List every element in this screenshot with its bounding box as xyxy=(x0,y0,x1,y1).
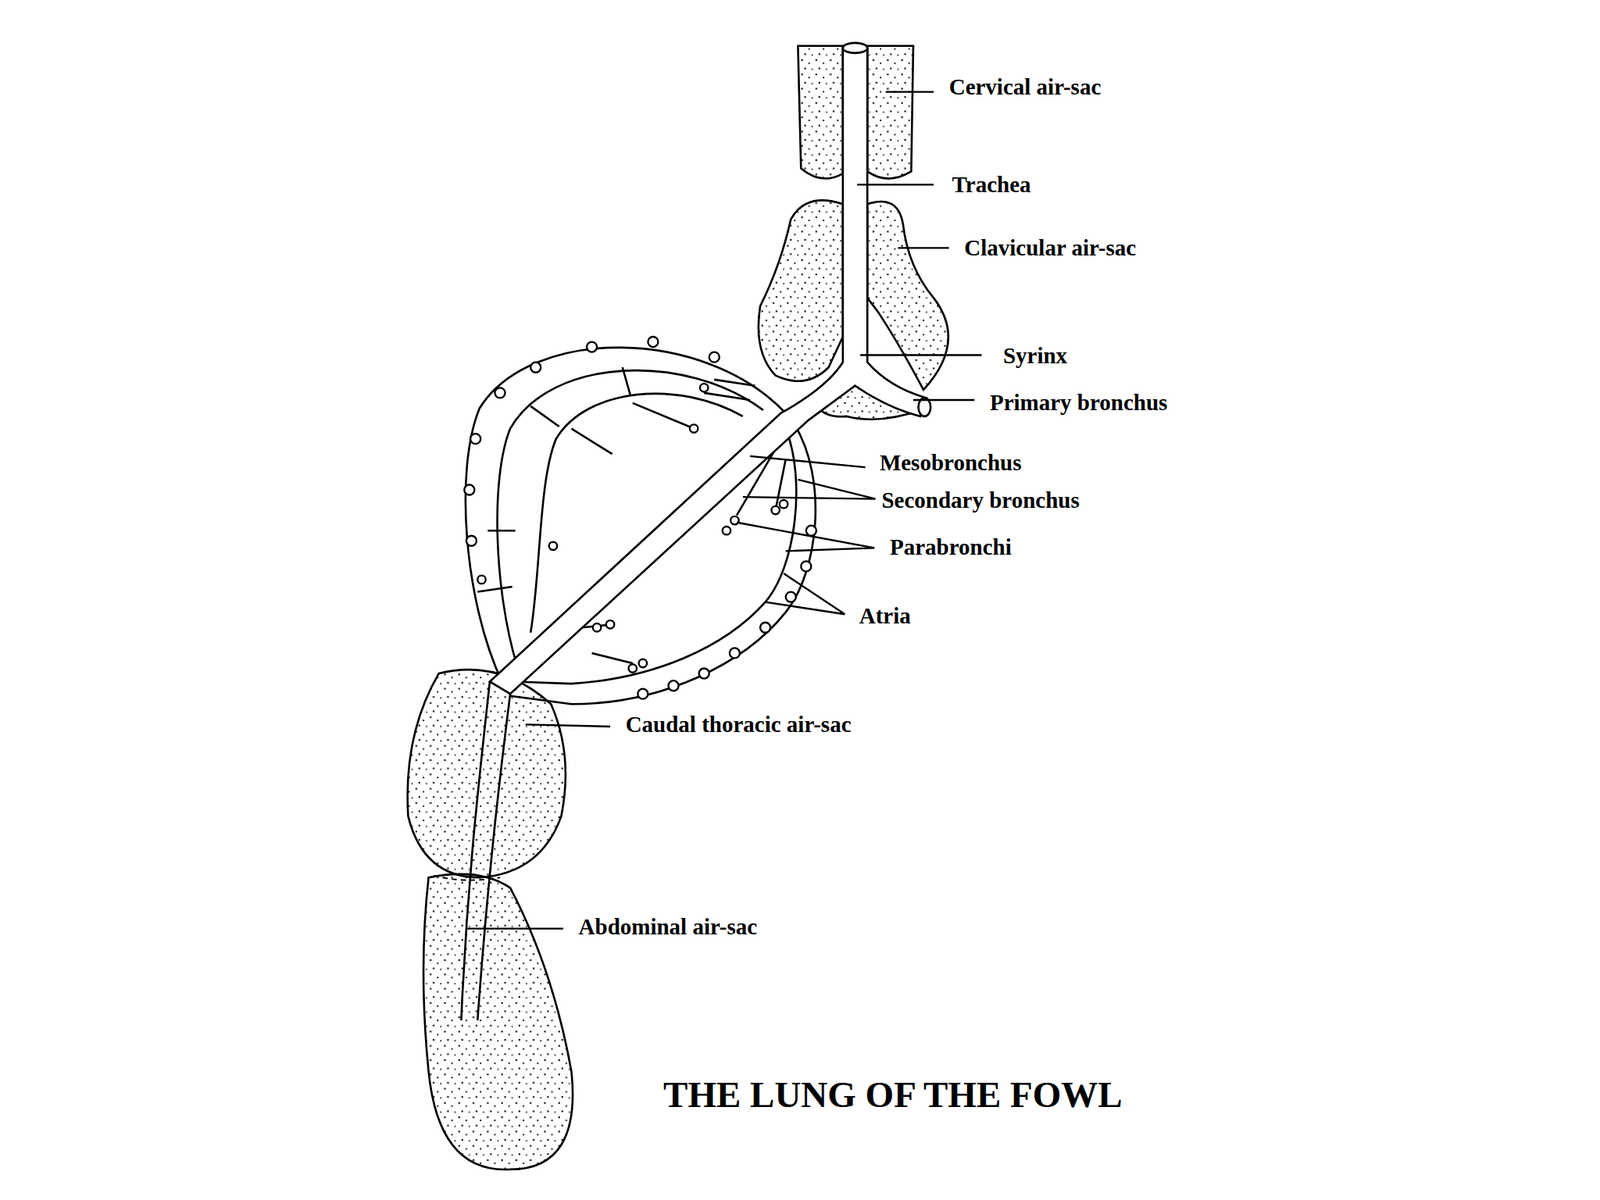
parabronchus-opening xyxy=(689,424,698,433)
atrium xyxy=(466,535,477,547)
parabronchus xyxy=(581,449,786,664)
parabronchus-opening xyxy=(592,623,601,632)
leader-line xyxy=(467,927,564,929)
atrium xyxy=(464,484,475,495)
leader-line xyxy=(525,724,611,727)
atria xyxy=(464,336,817,700)
parabronchus-opening xyxy=(628,664,637,672)
abdominal-air-sac xyxy=(423,874,573,1170)
parabronchus-arc xyxy=(497,370,764,664)
parabronchus-opening xyxy=(722,526,731,535)
trachea-opening xyxy=(842,42,868,54)
atrium xyxy=(647,336,658,347)
leader-line xyxy=(750,456,866,468)
cervical-air-sac xyxy=(867,46,914,179)
part-label: Caudal thoracic air-sac xyxy=(625,711,852,738)
atrium xyxy=(785,592,797,603)
parabronchus-opening xyxy=(639,659,647,668)
part-label: Trachea xyxy=(952,171,1032,198)
atrium xyxy=(709,352,720,363)
clavicular-air-sac xyxy=(867,201,949,390)
clavicular-air-sac xyxy=(758,200,843,381)
parabronchus-opening xyxy=(477,575,486,584)
part-label: Cervical air-sac xyxy=(949,74,1102,100)
atrium xyxy=(586,342,597,353)
leader-line xyxy=(913,399,975,401)
parabronchus-opening xyxy=(779,500,788,508)
atrium xyxy=(637,689,648,700)
secondary-bronchus xyxy=(510,423,816,704)
atrium xyxy=(699,668,710,679)
atrium xyxy=(729,647,740,658)
part-label: Primary bronchus xyxy=(989,389,1168,415)
parabronchus-opening xyxy=(549,542,558,550)
diagram-title: THE LUNG OF THE FOWL xyxy=(663,1073,1123,1116)
part-label: Parabronchi xyxy=(889,534,1012,561)
air-sacs xyxy=(407,46,949,1170)
atrium xyxy=(668,680,679,691)
atrium xyxy=(530,362,541,373)
part-label: Clavicular air-sac xyxy=(964,235,1136,261)
airway-tube xyxy=(489,49,927,694)
part-label: Abdominal air-sac xyxy=(578,913,758,940)
part-label: Secondary bronchus xyxy=(881,487,1079,514)
parabronchus-opening xyxy=(771,506,779,515)
leader-line xyxy=(857,183,934,186)
leader-line xyxy=(765,573,846,615)
leader-line xyxy=(860,353,982,356)
part-label: Syrinx xyxy=(1003,342,1068,368)
atrium xyxy=(806,525,817,536)
leader-line xyxy=(885,90,934,93)
atrium xyxy=(470,433,481,444)
atrium xyxy=(494,387,505,398)
parabronchus-arc xyxy=(530,393,743,633)
part-label: Mesobronchus xyxy=(879,449,1022,475)
parabronchus-opening xyxy=(606,620,615,629)
atrium xyxy=(800,560,811,572)
mesobronchus-continuation xyxy=(460,681,511,1021)
lung xyxy=(465,347,816,704)
cervical-air-sac xyxy=(797,46,843,179)
atrium xyxy=(760,622,771,633)
leader-line xyxy=(742,479,876,500)
part-label: Atria xyxy=(859,602,911,629)
parabronchus-arc xyxy=(465,347,786,683)
leader-line xyxy=(897,246,949,249)
leader-line xyxy=(736,522,875,552)
parabronchus-opening xyxy=(700,383,708,392)
